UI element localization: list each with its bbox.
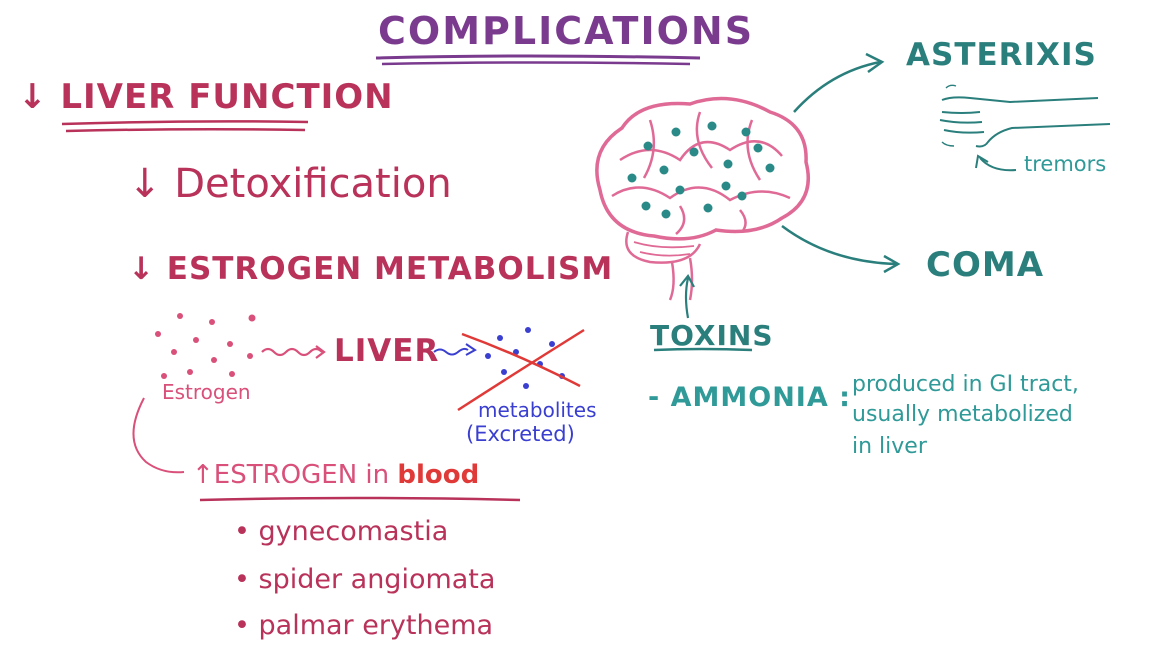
ammonia-desc-line: usually metabolized — [852, 402, 1073, 427]
brain-icon — [595, 96, 811, 301]
metabolites-label: metabolites — [478, 398, 597, 422]
arrow-toxins-to-brain — [684, 277, 690, 319]
arrow-liver-to-metabolites — [433, 347, 469, 356]
arrow-estrogen-to-liver — [261, 347, 323, 357]
liver-label: LIVER — [334, 333, 440, 369]
title-underline — [375, 54, 701, 60]
toxins-label: TOXINS — [650, 319, 774, 352]
metabolite-dots — [485, 327, 565, 389]
estrogen-label: Estrogen — [162, 380, 251, 404]
arrow-tremors — [979, 157, 1017, 172]
ammonia-label: - AMMONIA : — [648, 382, 851, 413]
asterixis-label: ASTERIXIS — [906, 37, 1097, 73]
liver-function-underline — [61, 120, 309, 126]
estrogen-blood-underline — [199, 496, 521, 502]
estrogen-in-blood-label: ↑ESTROGEN in blood — [192, 460, 480, 490]
liver-function-underline-2 — [65, 127, 306, 133]
title-underline-2 — [381, 61, 691, 66]
effect-item: • spider angiomata — [234, 564, 496, 595]
blood-word: blood — [397, 460, 480, 490]
cross-out-x-2 — [461, 332, 581, 388]
arrow-brain-to-asterixis — [793, 60, 881, 113]
ammonia-desc-line: in liver — [852, 434, 927, 459]
coma-label: COMA — [926, 245, 1045, 285]
tremors-label: tremors — [1024, 152, 1107, 176]
excreted-label: (Excreted) — [466, 422, 575, 446]
ammonia-desc-line: produced in GI tract, — [852, 372, 1079, 397]
estrogen-dots — [155, 313, 256, 379]
estrogen-metabolism-label: ↓ ESTROGEN METABOLISM — [128, 251, 614, 287]
detoxification-label: ↓ Detoxification — [128, 161, 452, 207]
bracket-curve — [132, 397, 185, 474]
toxins-underline — [653, 347, 753, 352]
arrow-brain-to-coma — [781, 224, 897, 266]
page-title: COMPLICATIONS — [378, 9, 755, 53]
effect-item: • gynecomastia — [234, 516, 449, 547]
hand-tremor-icon — [939, 84, 1111, 148]
liver-function-heading: ↓ LIVER FUNCTION — [18, 77, 394, 117]
cross-out-x-1 — [457, 328, 585, 412]
effect-item: • palmar erythema — [234, 610, 494, 641]
